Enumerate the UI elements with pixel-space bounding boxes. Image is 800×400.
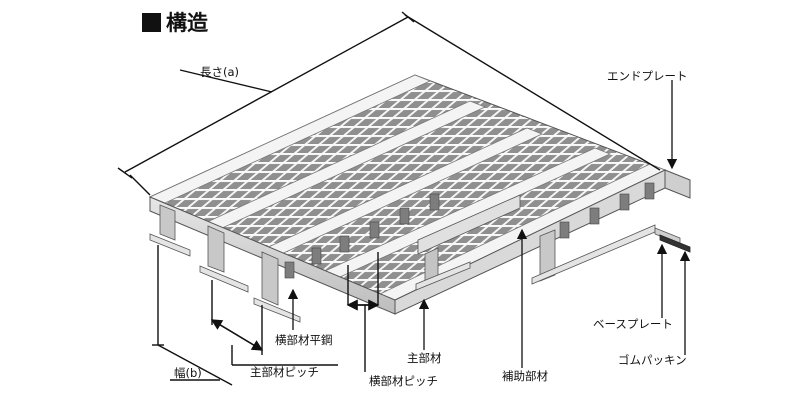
label-base-plate: ベースプレート xyxy=(593,317,673,331)
label-cross-bar: 横部材平鋼 xyxy=(275,333,333,347)
aux-member-beam xyxy=(415,194,521,291)
label-aux-member: 補助部材 xyxy=(502,369,548,383)
title-group: 構造 xyxy=(142,11,209,35)
main-bar-right xyxy=(531,224,656,285)
title-square-icon xyxy=(142,13,161,32)
dimension-lines xyxy=(117,11,661,386)
label-width: 幅(b) xyxy=(174,366,202,380)
grating-right-face xyxy=(394,169,666,315)
main-bar-left xyxy=(149,204,301,323)
label-cross-pitch: 横部材ピッチ xyxy=(369,374,438,388)
cross-bar-blocks xyxy=(284,182,655,279)
callout-arrows xyxy=(287,80,691,368)
page-title: 構造 xyxy=(166,11,209,35)
label-main-pitch: 主部材ピッチ xyxy=(250,365,319,379)
label-end-plate: エンドプレート xyxy=(607,69,688,83)
labels: 長さ(a) 幅(b) エンドプレート 横部材平鋼 主部材ピッチ 主部材 横部材ピ… xyxy=(174,65,688,388)
label-rubber-packing: ゴムパッキン xyxy=(618,353,687,367)
label-main-bar: 主部材 xyxy=(407,351,442,365)
label-length: 長さ(a) xyxy=(200,65,239,79)
grating-body xyxy=(148,74,691,323)
end-plate-face xyxy=(664,169,691,199)
